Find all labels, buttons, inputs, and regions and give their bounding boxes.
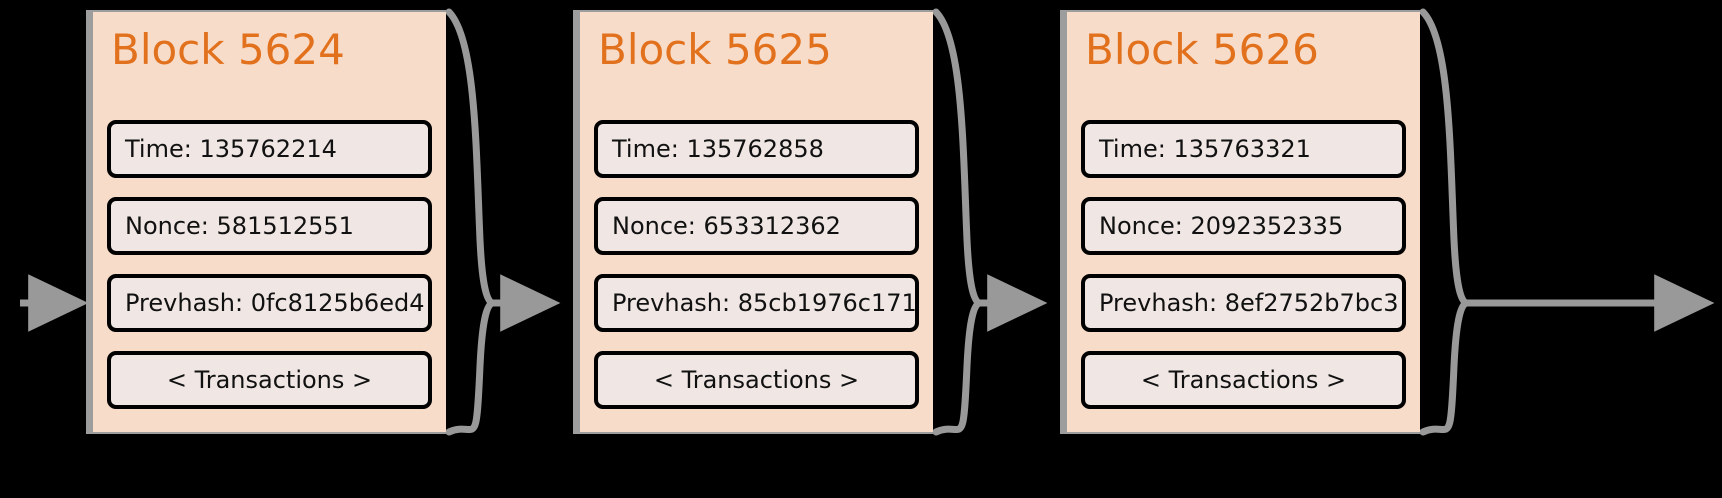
- field-nonce: Nonce: 2092352335: [1081, 197, 1406, 255]
- arrow-block2-to-block3: [932, 8, 1048, 436]
- arrow-block1-to-block2: [445, 8, 561, 436]
- field-transactions[interactable]: < Transactions >: [594, 351, 919, 409]
- block-title: Block 5626: [1085, 25, 1319, 74]
- field-transactions[interactable]: < Transactions >: [1081, 351, 1406, 409]
- block-card-1[interactable]: Block 5625 Time: 135762858 Nonce: 653312…: [573, 10, 933, 434]
- block-title: Block 5625: [598, 25, 832, 74]
- block-card-0[interactable]: Block 5624 Time: 135762214 Nonce: 581512…: [86, 10, 446, 434]
- block-card-2[interactable]: Block 5626 Time: 135763321 Nonce: 209235…: [1060, 10, 1420, 434]
- block-fields: Time: 135762214 Nonce: 581512551 Prevhas…: [107, 120, 432, 428]
- field-prevhash: Prevhash: 85cb1976c171: [594, 274, 919, 332]
- block-title: Block 5624: [111, 25, 345, 74]
- field-time: Time: 135763321: [1081, 120, 1406, 178]
- field-prevhash: Prevhash: 0fc8125b6ed4: [107, 274, 432, 332]
- field-transactions[interactable]: < Transactions >: [107, 351, 432, 409]
- field-prevhash: Prevhash: 8ef2752b7bc3: [1081, 274, 1406, 332]
- field-time: Time: 135762214: [107, 120, 432, 178]
- field-nonce: Nonce: 581512551: [107, 197, 432, 255]
- field-time: Time: 135762858: [594, 120, 919, 178]
- field-nonce: Nonce: 653312362: [594, 197, 919, 255]
- block-fields: Time: 135763321 Nonce: 2092352335 Prevha…: [1081, 120, 1406, 428]
- outgoing-arrow: [1419, 8, 1715, 436]
- block-fields: Time: 135762858 Nonce: 653312362 Prevhas…: [594, 120, 919, 428]
